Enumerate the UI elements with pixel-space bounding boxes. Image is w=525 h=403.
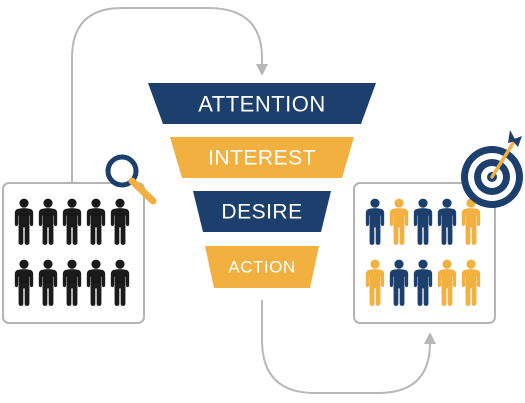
connector-top — [71, 7, 268, 183]
funnel-label-interest: INTEREST — [208, 147, 316, 170]
magnifying-glass-icon — [105, 154, 157, 205]
connector-bottom — [261, 300, 436, 394]
funnel-label-action: ACTION — [228, 258, 295, 277]
funnel-label-desire: DESIRE — [221, 201, 302, 224]
funnel-label-attention: ATTENTION — [198, 92, 326, 117]
funnel: ATTENTION INTEREST DESIRE ACTION — [148, 83, 376, 288]
unqualified-audience-panel — [2, 182, 145, 324]
funnel-stage-desire: DESIRE — [193, 191, 331, 232]
converted-audience-panel — [353, 182, 496, 324]
target-arrow-icon — [461, 130, 523, 208]
funnel-stage-attention: ATTENTION — [148, 83, 376, 124]
funnel-stage-interest: INTEREST — [170, 137, 354, 178]
funnel-stage-action: ACTION — [205, 246, 319, 288]
